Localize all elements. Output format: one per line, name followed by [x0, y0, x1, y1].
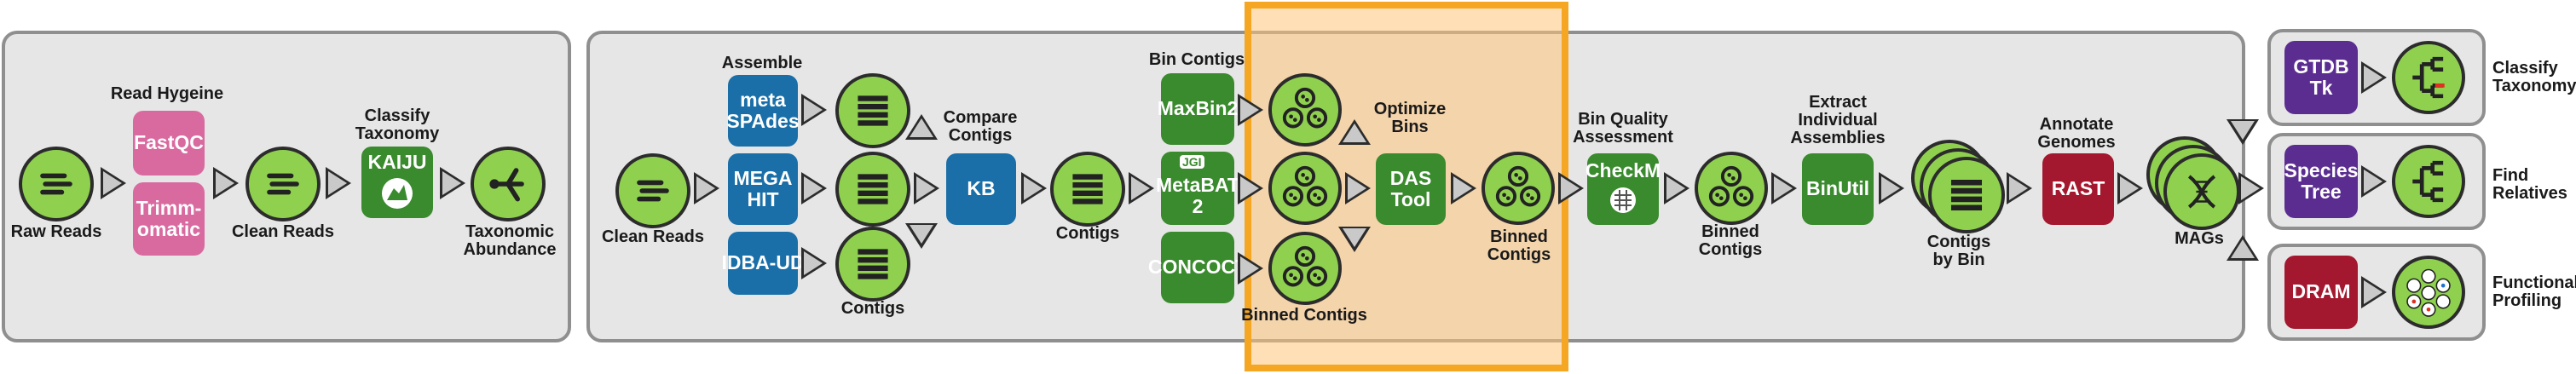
functional-node — [2392, 256, 2465, 329]
tree-icon — [2412, 160, 2444, 203]
arrow-down-icon — [905, 223, 938, 249]
jgi-logo: JGI — [1180, 155, 1204, 169]
annotate-label: Annotate Genomes — [2037, 115, 2116, 152]
arrow-icon — [2361, 165, 2387, 198]
compare-contigs-label: Compare Contigs — [943, 108, 1018, 145]
arrow-icon — [1345, 172, 1371, 204]
arrow-up-icon — [1338, 119, 1371, 145]
arrow-down-icon — [1338, 227, 1371, 252]
species-tree-button[interactable]: Species Tree — [2284, 145, 2358, 218]
assemble-label: Assemble — [721, 54, 803, 72]
gtdbtk-button[interactable]: GTDB Tk — [2284, 41, 2358, 114]
kaiju-button[interactable]: KAIJU — [361, 147, 433, 218]
arrow-icon — [1238, 94, 1263, 126]
concoct-button[interactable]: CONCOCT — [1148, 232, 1247, 303]
arrow-icon — [2238, 172, 2264, 204]
clean-reads-label: Clean Reads — [231, 222, 335, 241]
arrow-icon — [2361, 61, 2387, 94]
read-hygeine-label: Read Hygeine — [110, 84, 224, 103]
arrow-icon — [1238, 172, 1263, 204]
checkm-button[interactable]: CheckM — [1585, 153, 1661, 225]
extract-label: Extract Individual Assemblies — [1790, 93, 1886, 147]
arrow-icon — [694, 172, 719, 204]
mags-node — [2163, 153, 2240, 230]
binned-node-1 — [1268, 73, 1342, 147]
fastqc-button[interactable]: FastQC — [133, 111, 205, 175]
arrow-icon — [1238, 252, 1263, 285]
idbaud-button[interactable]: IDBA-UD — [721, 232, 805, 295]
arrow-icon — [2007, 172, 2032, 204]
maxbin2-button[interactable]: MaxBin2 — [1158, 73, 1238, 145]
bin-quality-label: Bin Quality Assessment — [1573, 110, 1673, 147]
contigs-by-bin-label: Contigs by Bin — [1926, 233, 1991, 269]
arrow-icon — [1664, 172, 1689, 204]
arrow-icon — [801, 94, 827, 126]
binned-node-right — [1481, 152, 1555, 225]
clean-reads-node-2 — [615, 153, 690, 228]
binned-contigs-right-label: Binned Contigs — [1487, 227, 1551, 264]
checkm-logo-icon — [1610, 187, 1636, 214]
tree-icon — [2412, 56, 2445, 99]
megahit-button[interactable]: MEGA HIT — [728, 153, 798, 225]
arrow-icon — [1451, 172, 1476, 204]
binutil-button[interactable]: BinUtil — [1802, 153, 1874, 225]
binned-node-2 — [1268, 152, 1342, 225]
tree-node-2 — [2392, 145, 2465, 218]
arrow-icon — [914, 172, 939, 204]
find-relatives-label: Find Relatives — [2492, 166, 2567, 203]
binned-contigs-after-label: Binned Contigs — [1698, 222, 1763, 259]
metaspades-button[interactable]: meta SPAdes — [726, 75, 800, 147]
arrow-icon — [440, 167, 465, 199]
arrow-icon — [2361, 276, 2387, 308]
cells-icon — [2406, 268, 2451, 317]
arrow-icon — [1879, 172, 1904, 204]
tree-node-1 — [2392, 41, 2465, 114]
arrow-icon — [1558, 172, 1584, 204]
arrow-down-icon — [2227, 119, 2259, 145]
functional-profiling-label: Functional Profiling — [2492, 273, 2576, 310]
contigs-label-left: Contigs — [840, 299, 905, 318]
trimmomatic-button[interactable]: Trimm- omatic — [133, 182, 205, 256]
dram-button[interactable]: DRAM — [2284, 256, 2358, 329]
contigs-node-1 — [835, 73, 910, 148]
binned-node-3 — [1268, 232, 1342, 305]
arrow-icon — [1021, 172, 1047, 204]
clean-reads-label-2: Clean Reads — [601, 227, 705, 246]
das-tool-button[interactable]: DAS Tool — [1376, 153, 1446, 225]
optimize-bins-label: Optimize Bins — [1373, 100, 1447, 136]
contigs-by-bin-node — [1928, 157, 2005, 233]
rast-button[interactable]: RAST — [2042, 153, 2114, 225]
contigs-label-mid: Contigs — [1055, 224, 1120, 243]
arrow-icon — [801, 247, 827, 279]
arrow-icon — [101, 167, 126, 199]
binned-node-after — [1695, 152, 1768, 225]
kb-button[interactable]: KB — [946, 153, 1016, 225]
kaiju-logo-icon — [382, 178, 413, 210]
contigs-node-mid — [1050, 152, 1125, 227]
raw-reads-node — [19, 147, 94, 222]
taxonomic-abundance-node — [471, 147, 546, 222]
dna-icon — [2187, 175, 2216, 209]
arrow-icon — [326, 167, 351, 199]
bin-contigs-label: Bin Contigs — [1148, 50, 1245, 69]
arrow-up-icon — [905, 114, 938, 140]
classify-taxonomy-label-2: Classify Taxonomy — [2492, 59, 2576, 95]
arrow-icon — [1129, 172, 1154, 204]
raw-reads-label: Raw Reads — [10, 222, 102, 241]
taxonomic-abundance-label: Taxonomic Abundance — [463, 222, 557, 259]
arrow-up-icon — [2227, 235, 2259, 261]
arrow-icon — [1771, 172, 1797, 204]
contigs-node-3 — [835, 227, 910, 302]
classify-taxonomy-label: Classify Taxonomy — [355, 106, 440, 143]
binned-contigs-bottom-label: Binned Contigs — [1241, 306, 1367, 325]
arrow-icon — [2117, 172, 2143, 204]
arrow-icon — [801, 172, 827, 204]
arrow-icon — [213, 167, 239, 199]
checkm-label: CheckM — [1585, 159, 1661, 181]
kaiju-label: KAIJU — [367, 151, 427, 173]
clean-reads-node — [245, 147, 321, 222]
contigs-node-2 — [835, 152, 910, 227]
mags-label: MAGs — [2175, 229, 2224, 248]
